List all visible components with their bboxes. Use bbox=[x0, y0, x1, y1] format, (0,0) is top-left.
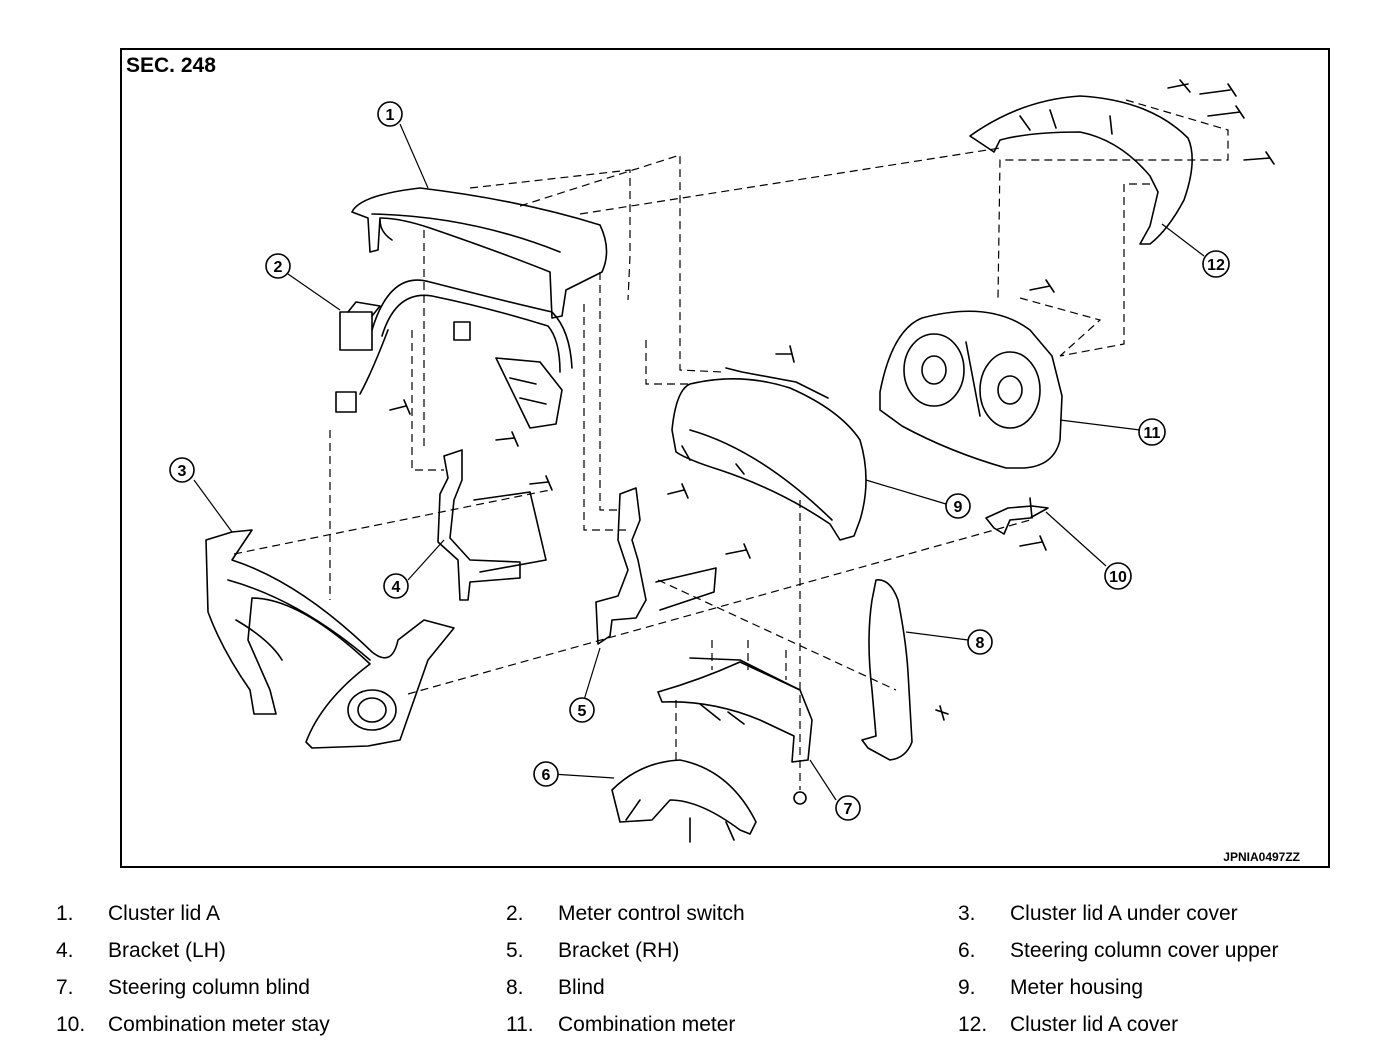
callout-3: 3 bbox=[169, 457, 195, 483]
part-cluster-lid-a-cover bbox=[969, 95, 1193, 245]
callout-label: 1 bbox=[386, 107, 395, 124]
legend-label: Combination meter bbox=[558, 1013, 736, 1036]
callout-label: 5 bbox=[578, 703, 587, 720]
legend-label: Steering column blind bbox=[108, 976, 310, 999]
legend-number: 8. bbox=[506, 976, 524, 999]
part-bracket-lh bbox=[437, 449, 547, 601]
part-cluster-lid-a bbox=[351, 187, 608, 319]
callout-8: 8 bbox=[967, 629, 993, 655]
callout-label: 6 bbox=[542, 767, 551, 784]
part-cluster-lid-a-under-cover bbox=[205, 529, 455, 749]
callout-11: 11 bbox=[1138, 418, 1166, 446]
callout-label: 3 bbox=[178, 463, 187, 480]
legend-number: 9. bbox=[958, 976, 976, 999]
callout-9: 9 bbox=[945, 493, 971, 519]
legend-number: 3. bbox=[958, 902, 976, 925]
assembly-lines bbox=[233, 99, 1229, 790]
part-blind bbox=[861, 579, 949, 761]
legend-number: 11. bbox=[506, 1013, 534, 1036]
callout-markers: 1 2 3 4 5 6 7 8 9 10 11 12 bbox=[169, 101, 1230, 821]
legend-label: Bracket (RH) bbox=[558, 939, 680, 962]
legend-label: Cluster lid A under cover bbox=[1010, 902, 1238, 925]
part-meter-housing bbox=[671, 367, 867, 541]
callout-1: 1 bbox=[377, 101, 403, 127]
section-label: SEC. 248 bbox=[126, 54, 216, 77]
exploded-parts-diagram: 1 2 3 4 5 6 7 8 9 10 11 12 bbox=[169, 79, 1275, 843]
callout-6: 6 bbox=[533, 761, 559, 787]
leader-lines bbox=[193, 123, 1205, 801]
part-steering-column-cover-upper bbox=[611, 759, 757, 843]
callout-label: 8 bbox=[976, 635, 985, 652]
part-combination-meter bbox=[879, 310, 1063, 469]
legend-label: Meter housing bbox=[1010, 976, 1144, 999]
legend-number: 6. bbox=[958, 939, 976, 962]
part-meter-control-switch bbox=[335, 279, 573, 429]
legend-label: Cluster lid A cover bbox=[1010, 1013, 1179, 1036]
part-steering-column-blind bbox=[657, 657, 813, 805]
callout-2: 2 bbox=[265, 253, 291, 279]
callout-4: 4 bbox=[383, 573, 409, 599]
legend-number: 12. bbox=[958, 1013, 988, 1036]
legend-number: 2. bbox=[506, 902, 524, 925]
legend-number: 5. bbox=[506, 939, 524, 962]
legend-number: 10. bbox=[56, 1013, 86, 1036]
legend-label: Blind bbox=[558, 976, 605, 999]
screw-fasteners bbox=[389, 79, 1275, 559]
callout-label: 4 bbox=[392, 579, 401, 596]
callout-10: 10 bbox=[1104, 562, 1132, 590]
legend-number: 1. bbox=[56, 902, 74, 925]
legend-label: Meter control switch bbox=[558, 902, 745, 925]
callout-12: 12 bbox=[1202, 250, 1230, 278]
callout-label: 10 bbox=[1109, 569, 1127, 586]
legend-label: Steering column cover upper bbox=[1010, 939, 1279, 962]
legend-number: 7. bbox=[56, 976, 74, 999]
callout-5: 5 bbox=[569, 697, 595, 723]
legend-label: Combination meter stay bbox=[108, 1013, 330, 1036]
callout-label: 11 bbox=[1144, 425, 1161, 442]
callout-label: 9 bbox=[954, 499, 963, 516]
callout-label: 2 bbox=[274, 259, 283, 276]
callout-7: 7 bbox=[835, 795, 861, 821]
part-bracket-rh bbox=[595, 487, 717, 645]
diagram-frame bbox=[120, 48, 1330, 868]
legend-label: Bracket (LH) bbox=[108, 939, 226, 962]
legend-number: 4. bbox=[56, 939, 74, 962]
part-combination-meter-stay bbox=[985, 497, 1049, 535]
callout-label: 7 bbox=[844, 801, 853, 818]
figure-code: JPNIA0497ZZ bbox=[1223, 850, 1300, 864]
legend-label: Cluster lid A bbox=[108, 902, 221, 925]
callout-label: 12 bbox=[1207, 257, 1225, 274]
